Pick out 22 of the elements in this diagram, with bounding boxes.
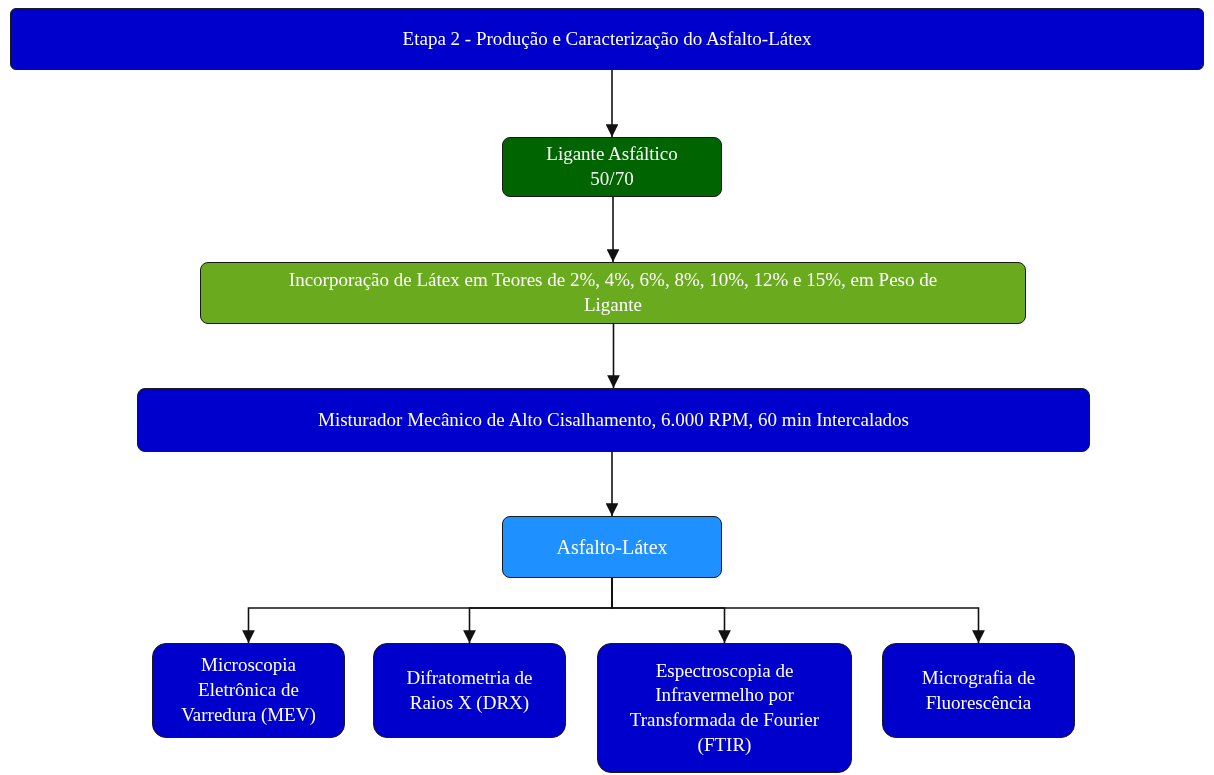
process-box (502, 137, 722, 197)
arrow (607, 323, 620, 389)
arrow (605, 451, 619, 517)
box-label: Misturador Mecânico de Alto Cisalhamento, 6.000 RPM, 60 min Intercalados (318, 407, 909, 432)
box-label: Incorporação de Látex em Teores de 2%, 4%, 6%, 8%, 10%, 12% e 15%, em Peso de Ligante (287, 268, 939, 317)
box-label: Ligante Asfáltico 50/70 (545, 142, 679, 191)
box-label: Micrografia de Fluorescência (920, 665, 1037, 715)
arrow (606, 196, 620, 263)
process-box (10, 8, 1204, 70)
box-label: Espectroscopia de Infravermelho por Transformada de Fourier (FTIR) (628, 658, 821, 757)
box-label: Etapa 2 - Produção e Caracterização do Asfalto-Látex (402, 26, 812, 51)
arrow (605, 69, 619, 138)
process-box (152, 643, 345, 738)
box-label: Difratometria de Raios X (DRX) (405, 665, 534, 715)
box-label: Microscopia Eletrônica de Varredura (MEV) (180, 653, 317, 727)
process-box (882, 643, 1075, 738)
process-box (373, 643, 566, 738)
process-box (597, 643, 852, 773)
box-label: Asfalto-Látex (556, 535, 668, 560)
process-box (200, 262, 1026, 324)
process-box (137, 388, 1090, 452)
process-box (502, 516, 722, 578)
